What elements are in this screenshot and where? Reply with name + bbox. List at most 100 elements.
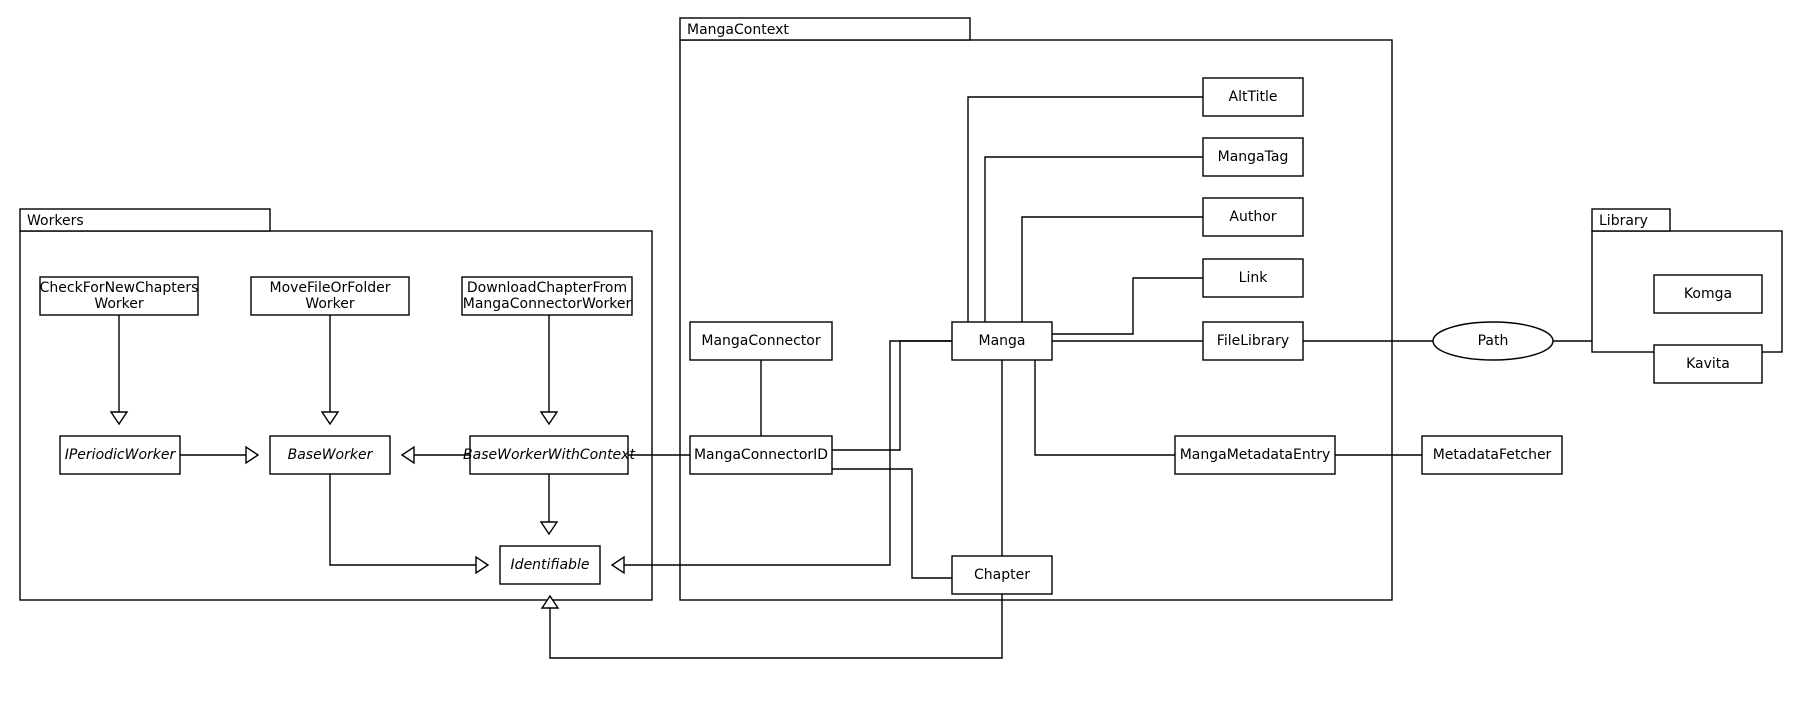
node-shape-rect[interactable]	[1202, 77, 1304, 117]
node-shape-rect[interactable]	[461, 276, 633, 316]
package-manga_context: MangaContext	[679, 17, 1393, 601]
node-label: MangaConnectorID	[694, 447, 828, 463]
node-shape-rect[interactable]	[689, 321, 833, 361]
node-metadata_fetcher[interactable]: MetadataFetcher	[1421, 435, 1563, 475]
node-label: MetadataFetcher	[1433, 447, 1552, 463]
node-manga_tag[interactable]: MangaTag	[1202, 137, 1304, 177]
node-komga[interactable]: Komga	[1653, 274, 1763, 314]
node-author[interactable]: Author	[1202, 197, 1304, 237]
edge-line	[984, 156, 1203, 322]
edge-line	[1034, 360, 1175, 456]
edge-e-manga-metadataentry	[1034, 360, 1175, 456]
node-chapter[interactable]: Chapter	[951, 555, 1053, 595]
node-manga_connector[interactable]: MangaConnector	[689, 321, 833, 361]
generalization-arrowhead-icon	[400, 445, 415, 465]
node-shape-rect[interactable]	[59, 435, 181, 475]
node-label: BaseWorkerWithContext	[463, 447, 635, 463]
node-label: MangaConnector	[701, 333, 820, 349]
edges-layer	[109, 96, 1592, 659]
edge-e-mcid-chapter	[832, 468, 952, 579]
node-shape-rect[interactable]	[1202, 321, 1304, 361]
node-shape-rect[interactable]	[1653, 274, 1763, 314]
node-shape-rect[interactable]	[689, 435, 833, 475]
edge-e-iperiodic-baseworker	[180, 445, 260, 465]
package-tab	[19, 208, 271, 232]
edge-e-manga-alttitle	[967, 96, 1203, 322]
generalization-arrowhead-icon	[539, 411, 559, 426]
edge-e-manga-author	[1021, 216, 1203, 322]
package-label: Library	[1599, 213, 1648, 229]
node-label: Komga	[1684, 286, 1732, 302]
package-tab	[679, 17, 971, 41]
edge-line	[1052, 277, 1203, 335]
node-label: FileLibrary	[1217, 333, 1289, 349]
node-manga[interactable]: Manga	[951, 321, 1053, 361]
node-label: Link	[1239, 270, 1269, 286]
node-shape-rect[interactable]	[1421, 435, 1563, 475]
node-file_library[interactable]: FileLibrary	[1202, 321, 1304, 361]
node-label: Identifiable	[511, 557, 590, 573]
package-tab	[1591, 208, 1671, 232]
node-shape-rect[interactable]	[469, 435, 629, 475]
node-base_worker[interactable]: BaseWorker	[269, 435, 391, 475]
generalization-arrowhead-icon	[109, 411, 129, 426]
edge-e-manga-mangatag	[984, 156, 1203, 322]
generalization-arrowhead-icon	[539, 521, 559, 536]
node-label: MangaTag	[1218, 149, 1289, 165]
node-shape-rect[interactable]	[39, 276, 199, 316]
node-manga_metadata_entry[interactable]: MangaMetadataEntry	[1174, 435, 1336, 475]
package-body	[679, 39, 1393, 601]
node-shape-ellipse[interactable]	[1432, 321, 1554, 361]
node-label: BaseWorker	[288, 447, 374, 463]
node-label: IPeriodicWorker	[65, 447, 177, 463]
edge-line	[1021, 216, 1203, 322]
node-shape-rect[interactable]	[951, 555, 1053, 595]
edge-line	[832, 468, 952, 579]
node-base_worker_with_context[interactable]: BaseWorkerWithContext	[463, 435, 635, 475]
generalization-arrowhead-icon	[245, 445, 260, 465]
package-label: Workers	[27, 213, 84, 229]
node-shape-rect[interactable]	[250, 276, 410, 316]
node-kavita[interactable]: Kavita	[1653, 344, 1763, 384]
node-shape-rect[interactable]	[1202, 197, 1304, 237]
edge-line	[549, 594, 1003, 659]
edge-e-check-iperiodic	[109, 315, 129, 426]
node-shape-rect[interactable]	[1202, 258, 1304, 298]
package-label: MangaContext	[687, 22, 789, 38]
node-shape-rect[interactable]	[269, 435, 391, 475]
node-link[interactable]: Link	[1202, 258, 1304, 298]
edge-line	[329, 474, 488, 566]
package-workers: Workers	[19, 208, 653, 601]
node-shape-rect[interactable]	[951, 321, 1053, 361]
edge-e-basectx-baseworker	[400, 445, 470, 465]
node-identifiable[interactable]: Identifiable	[499, 545, 601, 585]
edge-e-chapter-identifiable	[540, 594, 1003, 659]
node-label: Chapter	[974, 567, 1030, 583]
node-label: AltTitle	[1229, 89, 1278, 105]
node-label: MangaMetadataEntry	[1180, 447, 1331, 463]
node-iperiodic_worker[interactable]: IPeriodicWorker	[59, 435, 181, 475]
edge-e-basectx-identifiable	[539, 474, 559, 536]
node-shape-rect[interactable]	[499, 545, 601, 585]
generalization-arrowhead-icon	[610, 555, 625, 575]
node-alt_title[interactable]: AltTitle	[1202, 77, 1304, 117]
node-path[interactable]: Path	[1432, 321, 1554, 361]
node-manga_connector_id[interactable]: MangaConnectorID	[689, 435, 833, 475]
node-shape-rect[interactable]	[1653, 344, 1763, 384]
edge-e-download-basectx	[539, 315, 559, 426]
node-shape-rect[interactable]	[1202, 137, 1304, 177]
node-label: Kavita	[1686, 356, 1730, 372]
generalization-arrowhead-icon	[540, 594, 560, 609]
edge-line	[967, 96, 1203, 322]
node-shape-rect[interactable]	[1174, 435, 1336, 475]
edge-e-baseworker-identifiable	[329, 474, 490, 575]
generalization-arrowhead-icon	[320, 411, 340, 426]
